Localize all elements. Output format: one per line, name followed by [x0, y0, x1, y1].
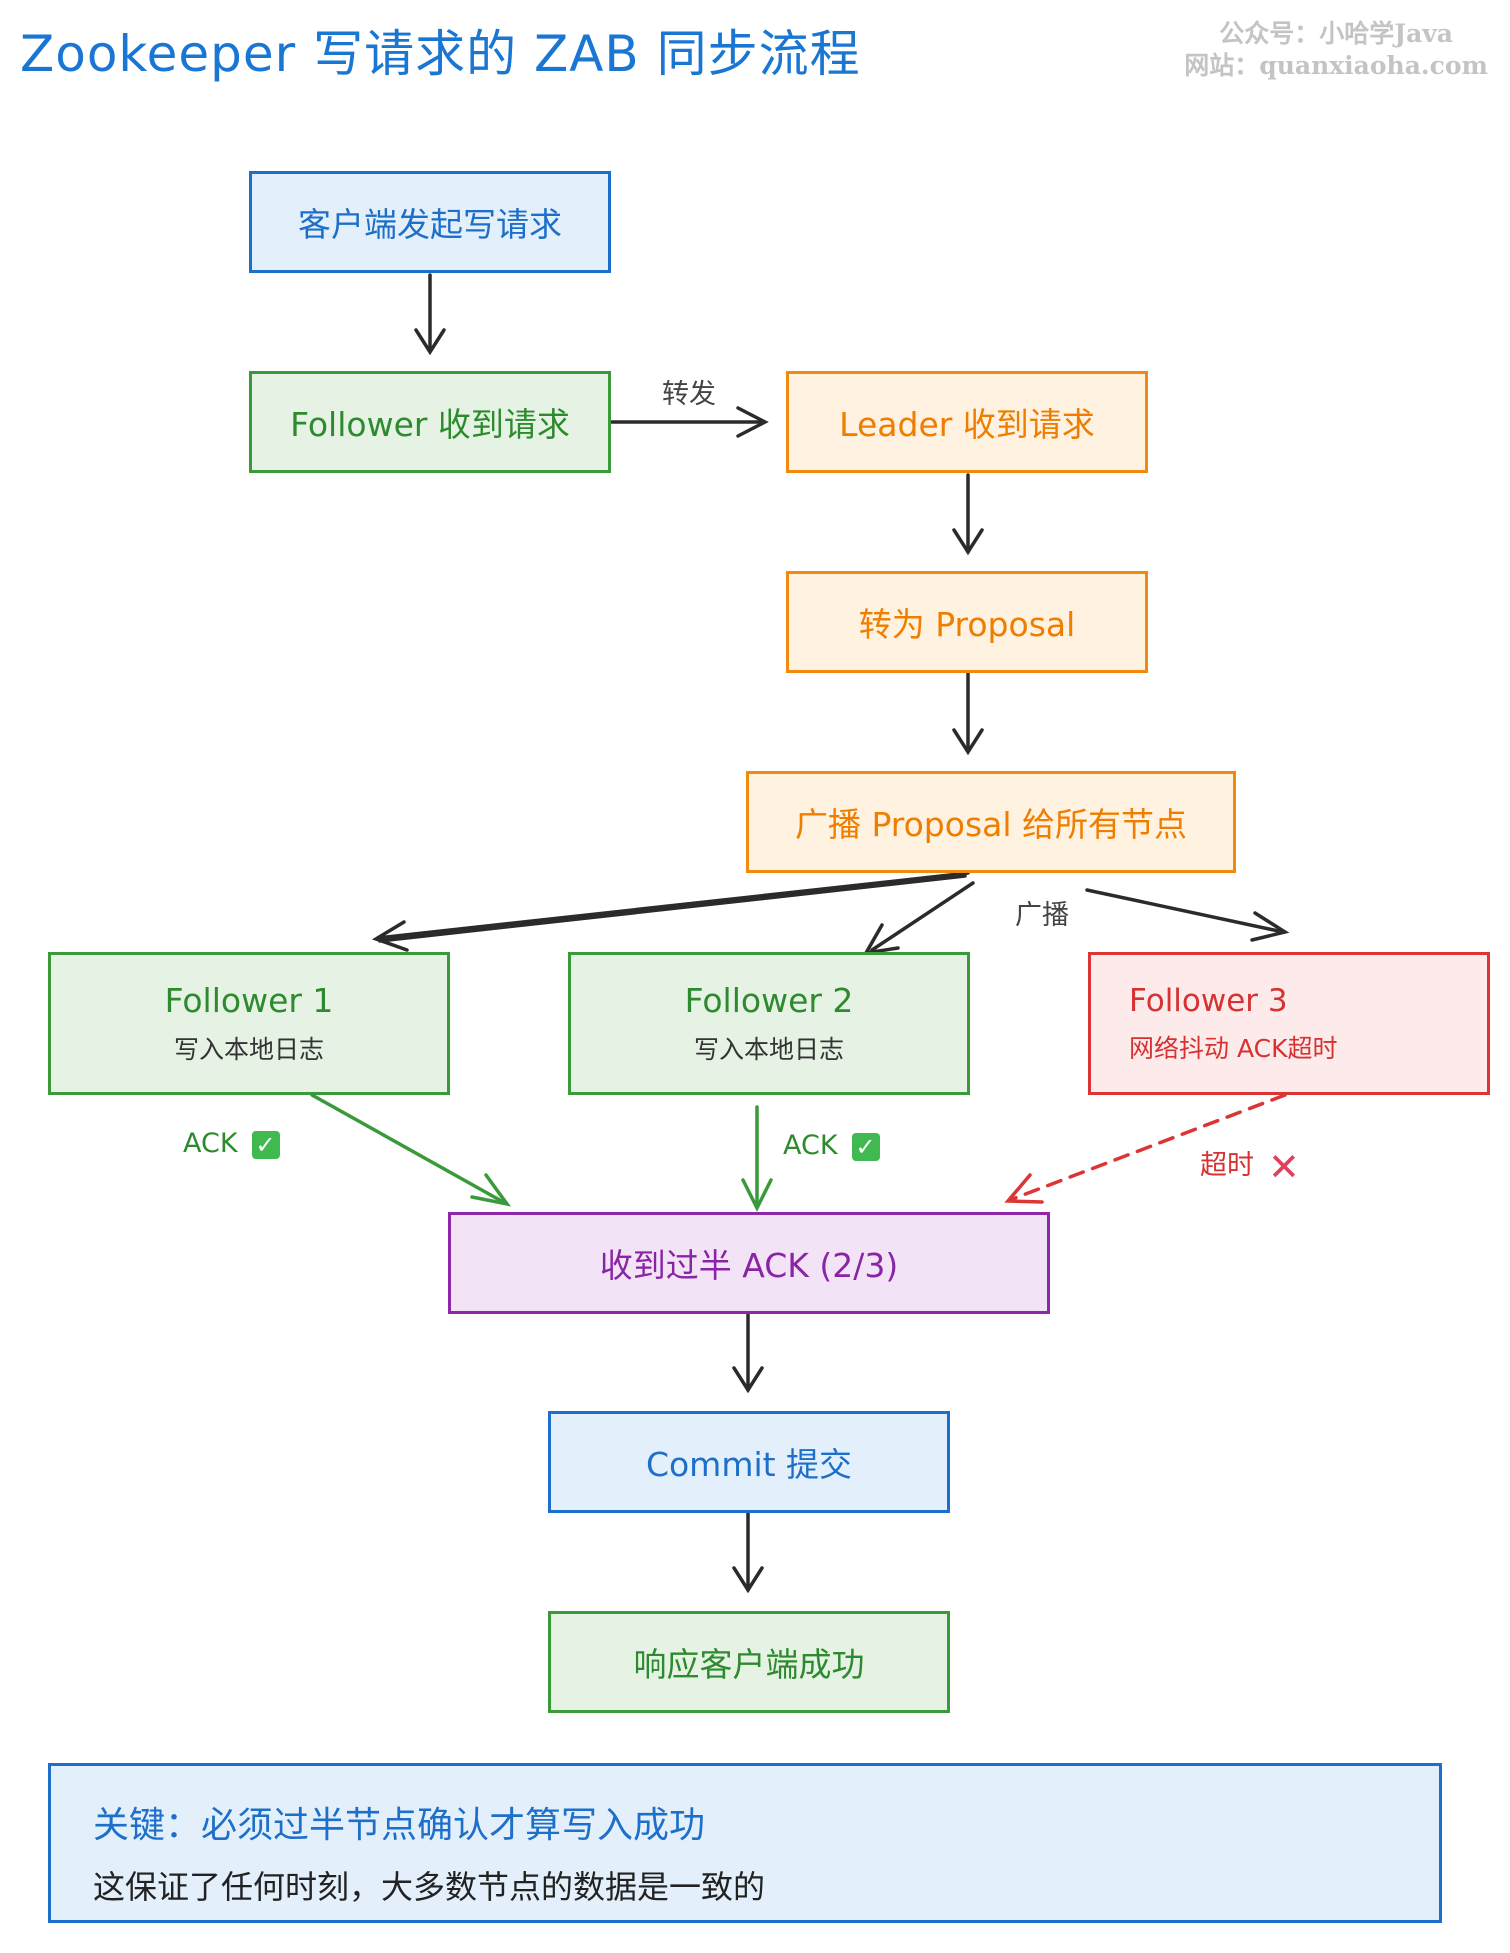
node-follower-2: Follower 2 写入本地日志 — [568, 952, 970, 1095]
node-follower-3: Follower 3 网络抖动 ACK超时 — [1088, 952, 1490, 1095]
key-note: 关键：必须过半节点确认才算写入成功 这保证了任何时刻，大多数节点的数据是一致的 — [48, 1763, 1442, 1923]
cross-mark-icon: ✕ — [1268, 1144, 1300, 1189]
check-mark-icon: ✓ — [851, 1132, 880, 1161]
arrow-broadcast-to-f1-head — [371, 920, 409, 952]
check-mark-icon: ✓ — [251, 1130, 280, 1159]
key-note-detail: 这保证了任何时刻，大多数节点的数据是一致的 — [93, 1868, 766, 1906]
arrow-broadcast-to-f1-b — [378, 874, 967, 943]
node-broadcast-label: 广播 Proposal 给所有节点 — [794, 805, 1188, 844]
node-respond-label: 响应客户端成功 — [633, 1645, 865, 1684]
node-follower-1: Follower 1 写入本地日志 — [48, 952, 450, 1095]
node-follower-2-sub: 写入本地日志 — [693, 1035, 844, 1064]
node-follower-receive-label: Follower 收到请求 — [290, 405, 570, 444]
arrow-commit-to-respond-head — [732, 1566, 764, 1594]
watermark-line-2: 网站：quanxiaoha.com — [1184, 51, 1488, 80]
node-follower-receive: Follower 收到请求 — [249, 371, 611, 473]
arrow-broadcast-to-f3 — [1085, 888, 1285, 934]
node-follower-3-sub: 网络抖动 ACK超时 — [1129, 1033, 1338, 1063]
arrow-timeout-f3 — [1008, 1093, 1287, 1202]
edge-label-forward: 转发 — [662, 379, 716, 410]
node-quorum-label: 收到过半 ACK (2/3) — [599, 1246, 899, 1285]
node-respond: 响应客户端成功 — [548, 1611, 950, 1713]
arrow-ack-f1 — [310, 1093, 507, 1205]
node-to-proposal-label: 转为 Proposal — [858, 605, 1076, 644]
watermark-line-1: 公众号：小哈学Java — [1219, 19, 1453, 48]
arrow-broadcast-to-f3-head — [1250, 911, 1290, 942]
node-to-proposal: 转为 Proposal — [786, 571, 1148, 673]
arrow-quorum-to-commit-head — [732, 1366, 764, 1394]
node-broadcast: 广播 Proposal 给所有节点 — [746, 771, 1236, 873]
arrow-broadcast-to-f2 — [870, 881, 975, 952]
node-follower-2-title: Follower 2 — [684, 981, 854, 1020]
edge-label-timeout: 超时 ✕ — [1200, 1143, 1300, 1189]
ack-2-text: ACK — [783, 1130, 838, 1161]
watermark: 公众号：小哈学Java 网站：quanxiaoha.com — [1184, 18, 1488, 82]
arrow-leader-to-proposal-head — [952, 528, 984, 556]
node-quorum: 收到过半 ACK (2/3) — [448, 1212, 1050, 1314]
arrow-forward-head — [736, 406, 769, 438]
node-commit: Commit 提交 — [548, 1411, 950, 1513]
arrow-proposal-to-broadcast-head — [952, 728, 984, 756]
node-leader-receive-label: Leader 收到请求 — [839, 405, 1095, 444]
arrow-broadcast-to-f1 — [376, 871, 970, 940]
node-leader-receive: Leader 收到请求 — [786, 371, 1148, 473]
key-note-headline: 关键：必须过半节点确认才算写入成功 — [93, 1805, 706, 1846]
timeout-text: 超时 — [1200, 1150, 1254, 1181]
node-follower-1-title: Follower 1 — [164, 981, 334, 1020]
node-client-request-label: 客户端发起写请求 — [298, 205, 562, 244]
arrow-ack-f2-head — [741, 1178, 773, 1212]
edge-label-broadcast: 广播 — [1015, 900, 1069, 931]
diagram-title: Zookeeper 写请求的 ZAB 同步流程 — [20, 25, 861, 83]
edge-label-ack-1: ACK ✓ — [183, 1128, 280, 1159]
arrow-timeout-f3-head — [1004, 1173, 1044, 1204]
node-client-request: 客户端发起写请求 — [249, 171, 611, 273]
arrow-client-to-follower-head — [414, 328, 446, 356]
arrow-ack-f1-head — [470, 1173, 512, 1207]
node-follower-1-sub: 写入本地日志 — [173, 1035, 324, 1064]
node-follower-3-title: Follower 3 — [1129, 982, 1288, 1019]
ack-1-text: ACK — [183, 1128, 238, 1159]
node-commit-label: Commit 提交 — [645, 1445, 853, 1484]
edge-label-ack-2: ACK ✓ — [783, 1130, 880, 1161]
